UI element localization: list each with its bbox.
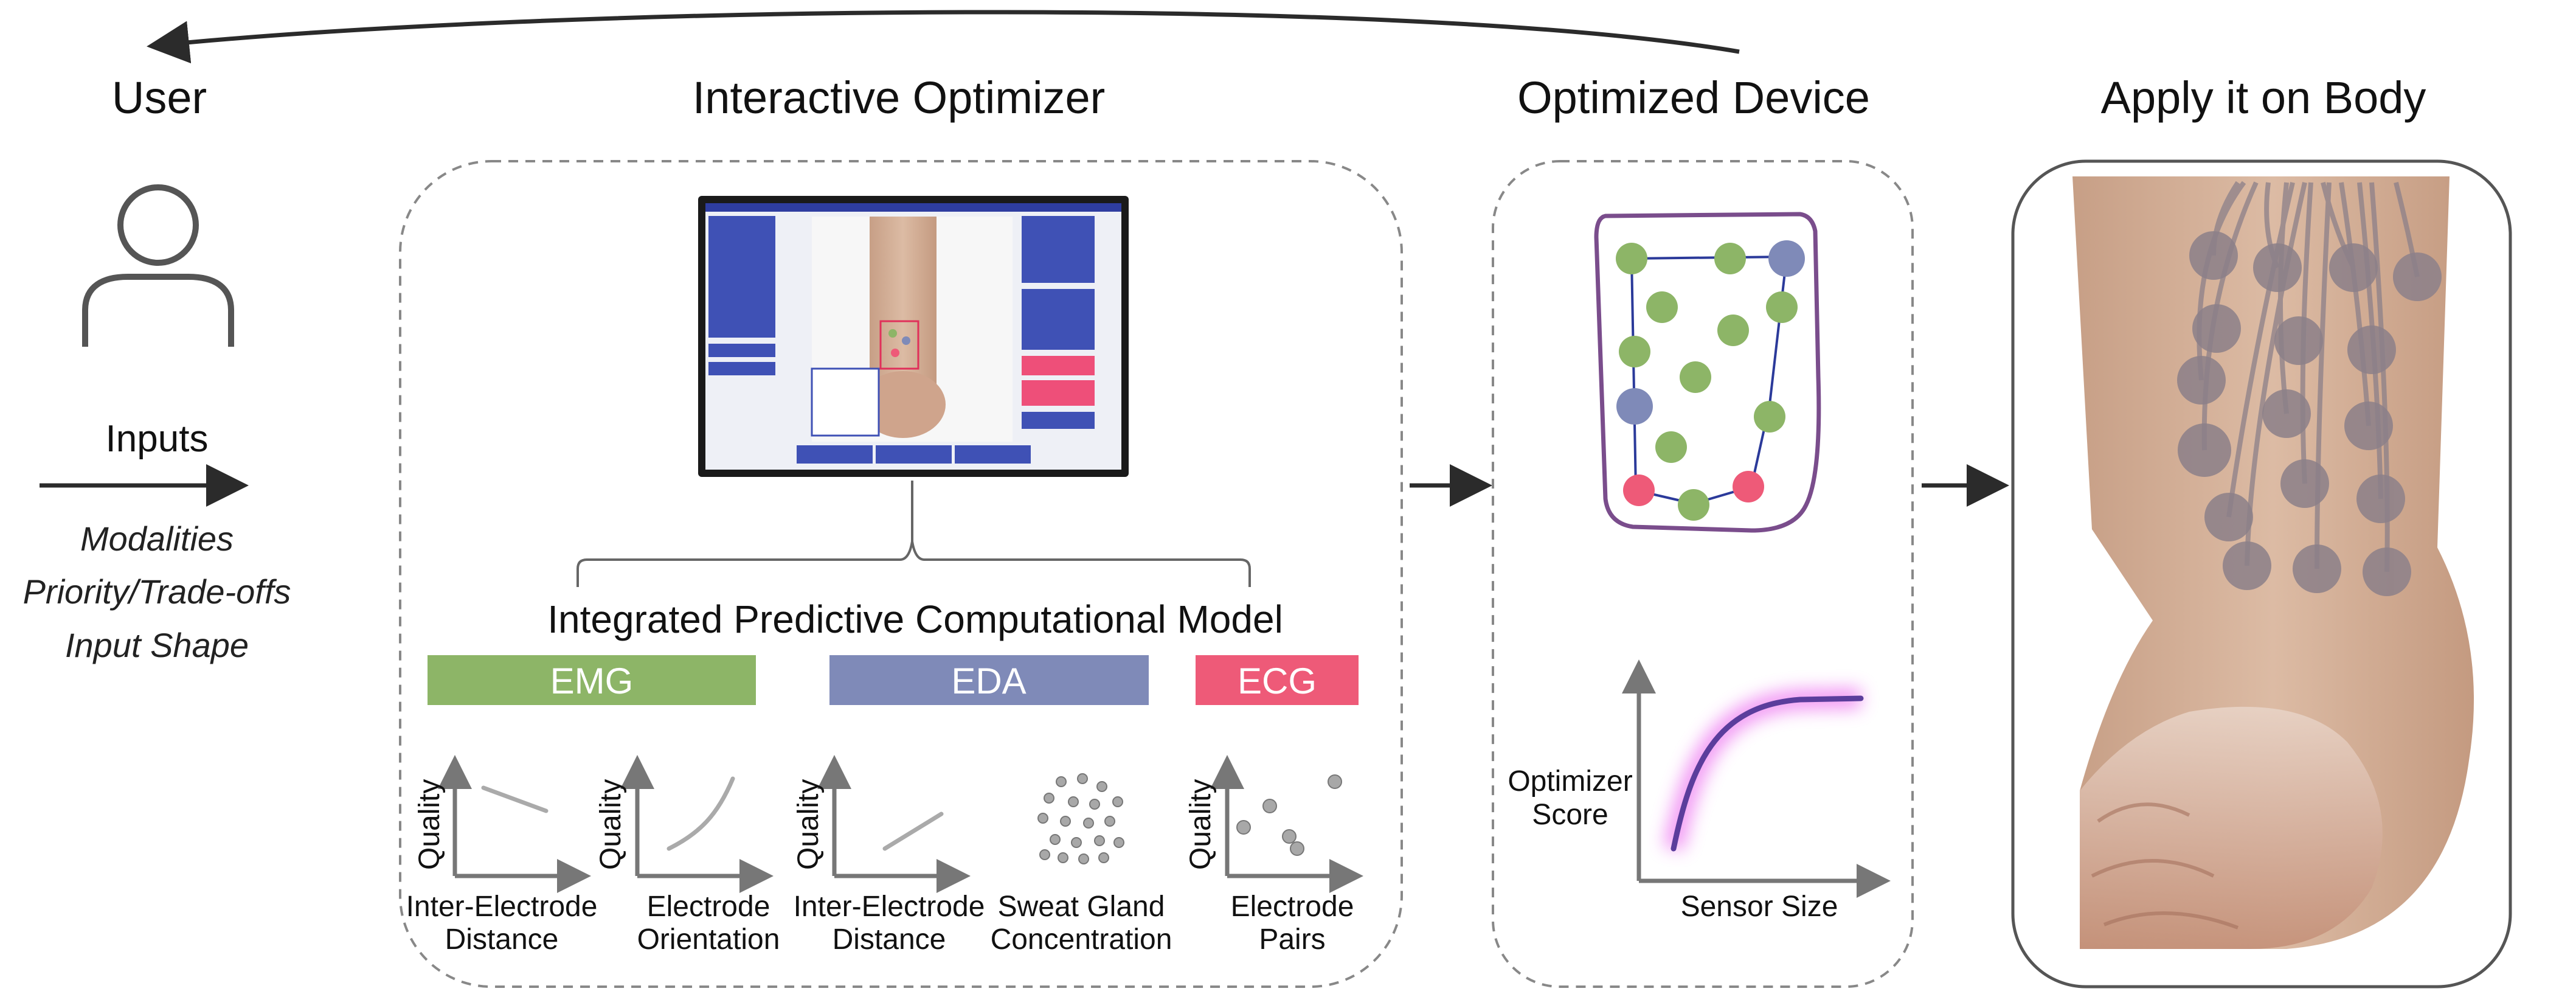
heading-optimizer: Interactive Optimizer (693, 72, 1106, 123)
ylabel: Quality (414, 779, 446, 870)
xlabel: Electrode (1231, 891, 1354, 923)
xlabel: Concentration (991, 923, 1172, 956)
model-title: Integrated Predictive Computational Mode… (547, 597, 1283, 641)
ylabel: Quality (792, 779, 825, 870)
emg-label: EMG (550, 661, 634, 701)
ylabel: Quality (1185, 779, 1217, 870)
xlabel: Inter-Electrode (406, 891, 598, 923)
input-item: Input Shape (65, 626, 249, 664)
input-item: Priority/Trade-offs (23, 572, 291, 611)
inputs-label: Inputs (106, 418, 209, 460)
emg-orientation-plot: Quality Electrode Orientation (595, 755, 780, 956)
input-item: Modalities (80, 520, 234, 558)
heading-body: Apply it on Body (2101, 72, 2426, 123)
optimizer-panel (399, 160, 1403, 988)
heading-user: User (112, 72, 207, 123)
device-layout (1594, 212, 1821, 533)
model-bracket (576, 481, 1251, 587)
xlabel: Electrode (647, 891, 770, 923)
xlabel: Inter-Electrode (794, 891, 985, 923)
xlabel: Orientation (637, 923, 780, 956)
ecg-label: ECG (1238, 661, 1317, 701)
emg-band (428, 655, 756, 705)
emg-distance-plot: Quality Inter-Electrode Distance (406, 755, 598, 956)
heading-device: Optimized Device (1517, 72, 1870, 123)
ecg-pairs-plot: Quality Electrode Pairs (1185, 755, 1363, 956)
eda-label: EDA (951, 661, 1026, 701)
person-outline-icon (82, 184, 234, 347)
ylabel: Optimizer (1508, 765, 1632, 798)
xlabel: Distance (833, 923, 946, 956)
device-panel (1492, 160, 1914, 988)
xlabel: Pairs (1259, 923, 1325, 956)
eda-sweat-plot (1037, 773, 1124, 864)
ylabel: Quality (595, 779, 627, 870)
eda-band (829, 655, 1149, 705)
ylabel: Score (1532, 799, 1608, 831)
optimizer-screen-icon (698, 196, 1129, 477)
eda-distance-plot: Quality Inter-Electrode Distance (792, 755, 985, 956)
xlabel: Sweat Gland (998, 891, 1165, 923)
feedback-arrow (147, 10, 1740, 64)
xlabel: Distance (445, 923, 559, 956)
ecg-band (1196, 655, 1359, 705)
xlabel: Sensor Size (1681, 891, 1838, 923)
optimizer-score-chart: Optimizer Score Sensor Size (1508, 659, 1891, 923)
arm-photo (2072, 176, 2474, 949)
